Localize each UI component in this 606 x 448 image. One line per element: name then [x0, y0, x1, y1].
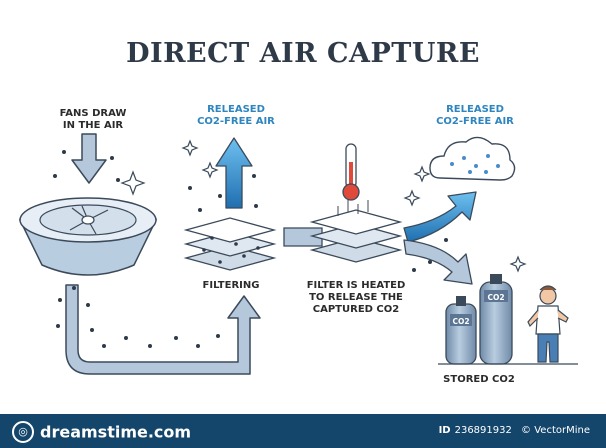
id-lead: ID [438, 425, 451, 436]
dreamstime-logo-icon: ◎ [12, 421, 34, 443]
co2-tank-small [445, 296, 477, 365]
site-logo[interactable]: ◎ dreamstime.com [12, 421, 191, 443]
co2-tank-large [479, 274, 513, 365]
intake-arrow [71, 133, 107, 184]
image-id: 236891932 [454, 425, 512, 436]
label-filtering: FILTERING [202, 280, 260, 291]
site-name: dreamstime.com [40, 422, 192, 442]
diagram-title: DIRECT AIR CAPTURE [126, 38, 480, 69]
dac-diagram: CO2 CO2 [18, 133, 578, 375]
person-figure [527, 285, 569, 363]
filter-stack-2 [309, 200, 403, 263]
filter-stack-1 [183, 217, 277, 271]
storage-arrow [403, 239, 473, 285]
released-air-arrow-1 [215, 137, 253, 209]
sparkle-icons [120, 139, 527, 273]
image-credit: © VectorMine [521, 425, 590, 436]
label-fans-draw: FANS DRAW IN THE AIR [59, 108, 127, 131]
label-filter-heated: FILTER IS HEATED TO RELEASE THE CAPTURED… [306, 280, 406, 315]
label-stored-co2: STORED CO2 [443, 374, 515, 385]
connector-arrow [283, 227, 323, 247]
fan-unit [18, 197, 158, 276]
tank-label-large: CO2 [487, 293, 504, 302]
thermometer-icon [342, 143, 360, 201]
tank-label-small: CO2 [452, 317, 469, 326]
released-air-arrow-2 [403, 191, 477, 243]
label-released-air-1: RELEASED CO2-FREE AIR [197, 104, 275, 127]
cloud-icon [429, 136, 516, 181]
label-released-air-2: RELEASED CO2-FREE AIR [436, 104, 514, 127]
pipe-arrow [65, 284, 261, 375]
